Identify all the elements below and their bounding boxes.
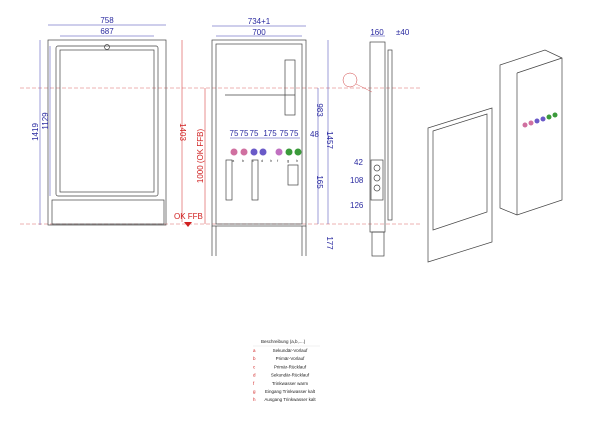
port-h <box>275 148 283 156</box>
legend-text: Eingang Trinkwasser kalt <box>265 389 316 394</box>
legend-text: Ausgang Trinkwasser kalt <box>264 397 316 402</box>
legend-text: Trinkwasser warm <box>272 381 309 386</box>
dim-1403: 1403 <box>178 123 187 141</box>
spacing-4: 175 <box>263 129 277 138</box>
legend-letter: h <box>253 397 256 402</box>
legend-letter: f <box>253 381 255 386</box>
dim-160: 160 <box>370 28 384 37</box>
spacing-6: 75 <box>290 129 299 138</box>
port-d <box>259 148 267 156</box>
legend-text: Primär-Vorlauf <box>276 356 306 361</box>
port-label: d <box>261 158 263 163</box>
spacing-3: 75 <box>250 129 259 138</box>
port-c <box>250 148 258 156</box>
dim-42: 42 <box>354 158 363 167</box>
legend-text: Sekundär-Rücklauf <box>271 373 310 378</box>
ffb-marker-icon <box>184 222 192 227</box>
dim-758: 758 <box>100 16 114 25</box>
dim-700: 700 <box>252 28 266 37</box>
spacing-1: 75 <box>230 129 239 138</box>
port-a <box>230 148 238 156</box>
dim-177: 177 <box>325 236 334 250</box>
port-label: h <box>270 158 272 163</box>
port-label: c <box>252 158 254 163</box>
side-view <box>342 35 393 257</box>
legend-text: Primär-Rücklauf <box>274 364 307 369</box>
legend: Beschreibung (a,b,....) <box>253 339 320 347</box>
port-label: b <box>242 158 245 163</box>
dim-687: 687 <box>100 27 114 36</box>
dim-1419: 1419 <box>31 123 40 141</box>
legend-letter: g <box>253 389 256 394</box>
port-label: f <box>277 158 279 163</box>
port-b <box>240 148 248 156</box>
port-f <box>285 148 293 156</box>
port-label: a <box>232 158 235 163</box>
legend-letter: c <box>253 364 256 369</box>
dim-1000-ffb: 1000 (OK FFB) <box>196 129 205 184</box>
port-label: h <box>296 158 298 163</box>
dim-126: 126 <box>350 201 364 210</box>
dim-165: 165 <box>315 175 324 189</box>
dim-1129: 1129 <box>41 112 50 130</box>
dim-983: 983 <box>315 103 324 117</box>
legend-text: Sekundär-Vorlauf <box>273 348 309 353</box>
legend-title: Beschreibung (a,b,....) <box>261 339 306 344</box>
dim-734: 734+1 <box>248 17 271 26</box>
legend-letter: b <box>253 356 256 361</box>
legend-letter: d <box>253 373 256 378</box>
isometric-view <box>427 49 563 263</box>
port-label: g <box>287 158 289 163</box>
legend-letter: a <box>253 348 256 353</box>
level-marker-icon <box>342 72 358 88</box>
dim-adjust: ±40 <box>396 28 410 37</box>
dim-1457: 1457 <box>325 131 334 149</box>
front-view <box>39 24 192 227</box>
mounting-view <box>204 25 329 256</box>
port-g <box>294 148 302 156</box>
connection-ports <box>230 148 302 156</box>
dim-108: 108 <box>350 176 364 185</box>
dim-48: 48 <box>310 130 319 139</box>
ok-ffb-label: OK FFB <box>174 212 203 221</box>
spacing-2: 75 <box>240 129 249 138</box>
spacing-5: 75 <box>280 129 289 138</box>
